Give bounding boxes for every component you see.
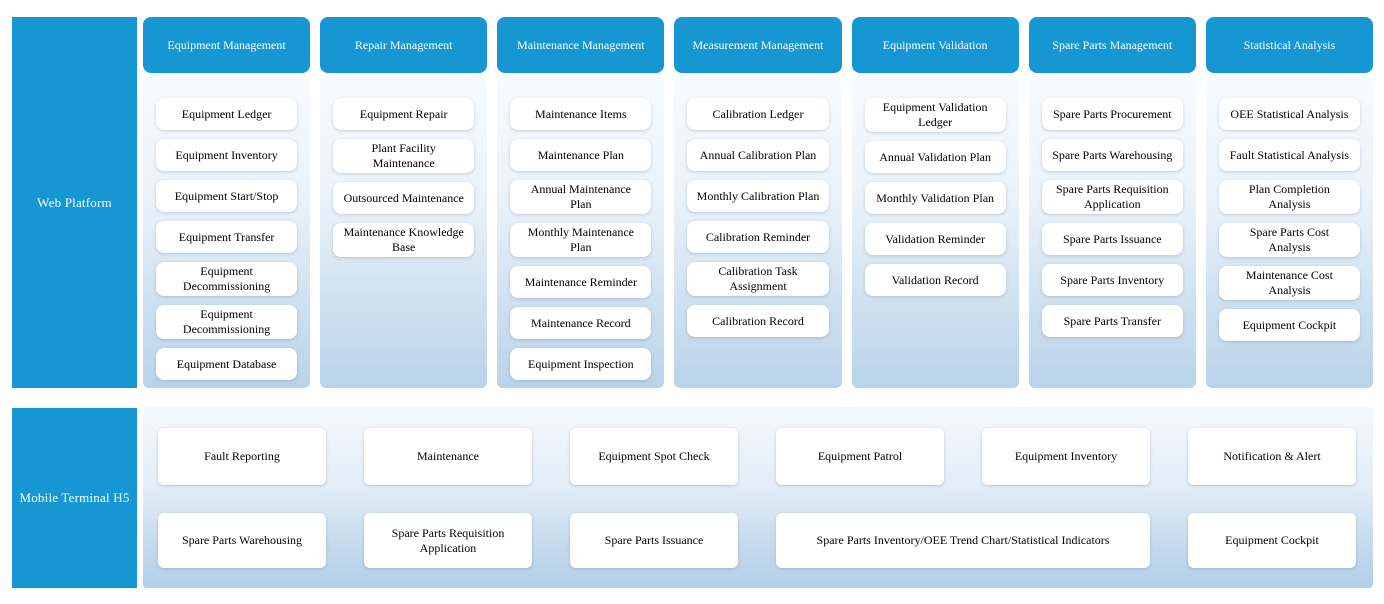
mobile-feature-item: Equipment Spot Check <box>570 428 738 485</box>
column-spare-parts-management: Spare Parts Management Spare Parts Procu… <box>1028 17 1196 388</box>
column-repair-management: Repair Management Equipment Repair Plant… <box>320 17 488 388</box>
column-header: Maintenance Management <box>497 17 665 73</box>
column-body: Calibration Ledger Annual Calibration Pl… <box>674 76 842 388</box>
module-item: Maintenance Reminder <box>510 266 652 298</box>
column-header: Equipment Validation <box>851 17 1019 73</box>
module-item: Validation Reminder <box>864 223 1006 255</box>
mobile-feature-item: Notification & Alert <box>1188 428 1356 485</box>
column-equipment-management: Equipment Management Equipment Ledger Eq… <box>143 17 311 388</box>
column-body: Spare Parts Procurement Spare Parts Ware… <box>1028 76 1196 388</box>
module-item: Spare Parts Transfer <box>1041 305 1183 337</box>
module-item: Calibration Ledger <box>687 98 829 130</box>
module-item: Calibration Task Assignment <box>687 262 829 296</box>
mobile-feature-item: Equipment Patrol <box>776 428 944 485</box>
column-header: Measurement Management <box>674 17 842 73</box>
mobile-feature-panel: Fault Reporting Maintenance Equipment Sp… <box>143 407 1373 588</box>
module-item: Maintenance Knowledge Base <box>333 223 475 257</box>
module-item: Maintenance Items <box>510 98 652 130</box>
module-item: Plan Completion Analysis <box>1218 180 1360 214</box>
module-item: Equipment Inspection <box>510 348 652 380</box>
module-item: Spare Parts Issuance <box>1041 223 1183 255</box>
column-body: Equipment Validation Ledger Annual Valid… <box>851 76 1019 388</box>
module-item: Monthly Maintenance Plan <box>510 223 652 257</box>
module-item: Spare Parts Warehousing <box>1041 139 1183 171</box>
column-header: Equipment Management <box>143 17 311 73</box>
module-item: Equipment Ledger <box>156 98 298 130</box>
module-item: Equipment Inventory <box>156 139 298 171</box>
column-body: Maintenance Items Maintenance Plan Annua… <box>497 76 665 388</box>
column-header: Repair Management <box>320 17 488 73</box>
column-measurement-management: Measurement Management Calibration Ledge… <box>674 17 842 388</box>
web-platform-label: Web Platform <box>37 194 112 210</box>
column-equipment-validation: Equipment Validation Equipment Validatio… <box>851 17 1019 388</box>
module-item: Spare Parts Requisition Application <box>1041 180 1183 214</box>
module-item: OEE Statistical Analysis <box>1218 98 1360 130</box>
module-item: Equipment Decommissioning <box>156 305 298 339</box>
module-item: Fault Statistical Analysis <box>1218 139 1360 171</box>
module-item: Spare Parts Inventory <box>1041 264 1183 296</box>
module-item: Maintenance Plan <box>510 139 652 171</box>
module-item: Equipment Decommissioning <box>156 262 298 296</box>
mobile-feature-item: Spare Parts Requisition Application <box>364 513 532 568</box>
column-header: Spare Parts Management <box>1028 17 1196 73</box>
column-body: Equipment Repair Plant Facility Maintena… <box>320 76 488 388</box>
module-item: Maintenance Record <box>510 307 652 339</box>
module-item: Equipment Transfer <box>156 221 298 253</box>
mobile-feature-item: Spare Parts Issuance <box>570 513 738 568</box>
module-item: Equipment Validation Ledger <box>864 98 1006 132</box>
module-item: Monthly Calibration Plan <box>687 180 829 212</box>
mobile-feature-item: Maintenance <box>364 428 532 485</box>
module-item: Annual Calibration Plan <box>687 139 829 171</box>
column-header: Statistical Analysis <box>1205 17 1373 73</box>
mobile-terminal-label: Mobile Terminal H5 <box>19 490 130 505</box>
column-body: Equipment Ledger Equipment Inventory Equ… <box>143 76 311 388</box>
column-body: OEE Statistical Analysis Fault Statistic… <box>1205 76 1373 388</box>
mobile-feature-item-wide: Spare Parts Inventory/OEE Trend Chart/St… <box>776 513 1150 568</box>
mobile-terminal-box: Mobile Terminal H5 <box>12 408 137 588</box>
mobile-feature-item: Fault Reporting <box>158 428 326 485</box>
mobile-feature-row-2: Spare Parts Warehousing Spare Parts Requ… <box>158 513 1373 568</box>
module-item: Monthly Validation Plan <box>864 182 1006 214</box>
module-item: Spare Parts Cost Analysis <box>1218 223 1360 257</box>
module-item: Outsourced Maintenance <box>333 182 475 214</box>
column-maintenance-management: Maintenance Management Maintenance Items… <box>497 17 665 388</box>
module-item: Spare Parts Procurement <box>1041 98 1183 130</box>
module-item: Equipment Database <box>156 348 298 380</box>
module-item: Calibration Record <box>687 305 829 337</box>
module-item: Equipment Cockpit <box>1218 309 1360 341</box>
module-item: Annual Validation Plan <box>864 141 1006 173</box>
module-item: Validation Record <box>864 264 1006 296</box>
module-item: Equipment Repair <box>333 98 475 130</box>
mobile-feature-item: Equipment Cockpit <box>1188 513 1356 568</box>
module-item: Equipment Start/Stop <box>156 180 298 212</box>
web-module-columns: Equipment Management Equipment Ledger Eq… <box>143 17 1373 388</box>
mobile-feature-item: Equipment Inventory <box>982 428 1150 485</box>
module-item: Plant Facility Maintenance <box>333 139 475 173</box>
module-item: Annual Maintenance Plan <box>510 180 652 214</box>
module-item: Maintenance Cost Analysis <box>1218 266 1360 300</box>
mobile-feature-row-1: Fault Reporting Maintenance Equipment Sp… <box>158 428 1373 485</box>
web-platform-box: Web Platform <box>12 17 137 388</box>
mobile-feature-item: Spare Parts Warehousing <box>158 513 326 568</box>
module-item: Calibration Reminder <box>687 221 829 253</box>
column-statistical-analysis: Statistical Analysis OEE Statistical Ana… <box>1205 17 1373 388</box>
